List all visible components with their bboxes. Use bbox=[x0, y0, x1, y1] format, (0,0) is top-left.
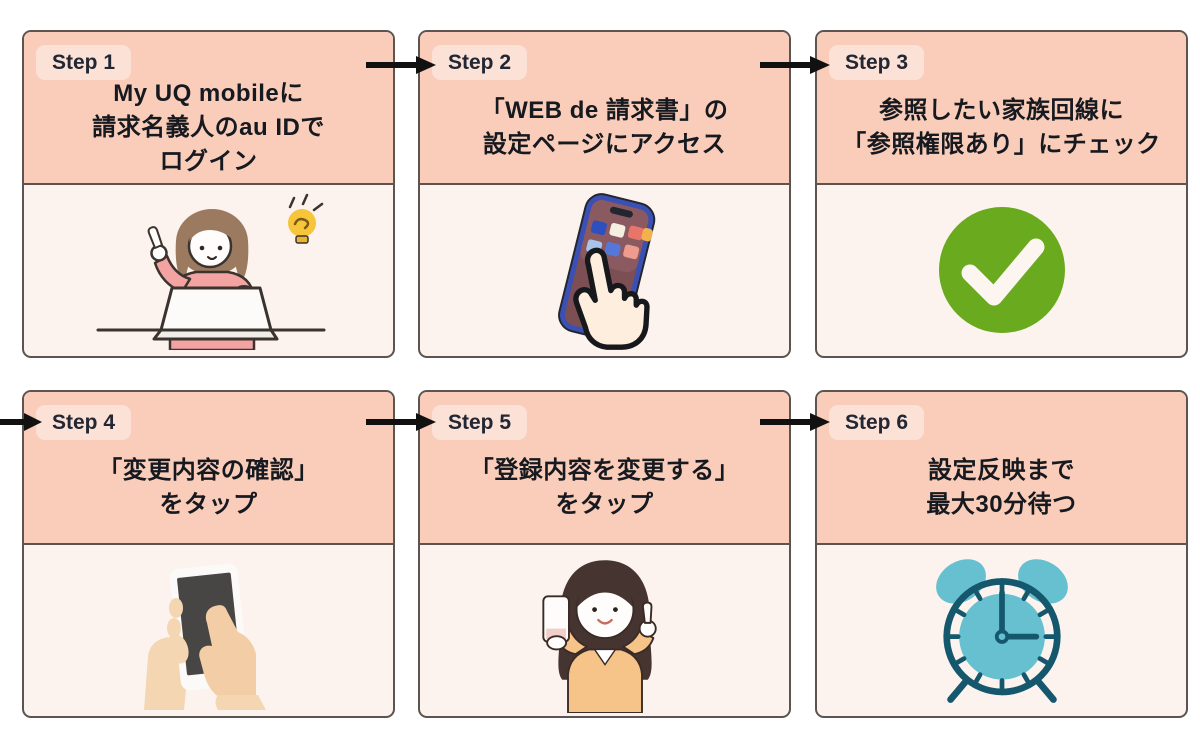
flow-arrow-step4-step5 bbox=[366, 413, 436, 431]
step-badge: Step 3 bbox=[829, 45, 925, 81]
app-icons bbox=[585, 219, 653, 259]
alarm-clock-icon bbox=[935, 558, 1068, 703]
card-body bbox=[420, 185, 789, 354]
flow-arrow-step2-step3 bbox=[760, 56, 830, 74]
step-badge: Step 4 bbox=[36, 405, 132, 441]
tapping-hand bbox=[572, 247, 650, 350]
woman-at-laptop-illustration bbox=[96, 193, 325, 350]
step-card-4: Step 4 「変更内容の確認」 をタップ bbox=[22, 390, 395, 718]
step-badge: Step 6 bbox=[829, 405, 925, 441]
card-body bbox=[24, 545, 393, 714]
hands-holding-phone-illustration bbox=[143, 563, 266, 710]
card-header: Step 6 設定反映まで 最大30分待つ bbox=[817, 392, 1186, 545]
step-text: 「登録内容を変更する」 をタップ bbox=[469, 456, 740, 518]
step-text: 設定反映まで 最大30分待つ bbox=[926, 456, 1077, 518]
card-body bbox=[24, 185, 393, 354]
card-header: Step 3 参照したい家族回線に 「参照権限あり」にチェック bbox=[817, 32, 1186, 185]
flow-arrow-step1-step2 bbox=[366, 56, 436, 74]
step-card-2: Step 2 「WEB de 請求書」の 設定ページにアクセス bbox=[418, 30, 791, 358]
right-forearm bbox=[215, 694, 266, 710]
phone-in-hand bbox=[541, 594, 570, 650]
step-text: My UQ mobileに 請求名義人のau IDで ログイン bbox=[92, 79, 325, 175]
card-header: Step 5 「登録内容を変更する」 をタップ bbox=[420, 392, 789, 545]
woman-showing-phone-illustration bbox=[541, 559, 657, 713]
flow-arrow-step5-step6 bbox=[760, 413, 830, 431]
card-body bbox=[817, 545, 1186, 714]
step-card-6: Step 6 設定反映まで 最大30分待つ bbox=[815, 390, 1188, 718]
woman-figure bbox=[555, 559, 654, 713]
green-checkmark-icon bbox=[938, 206, 1065, 333]
right-hand bbox=[198, 604, 256, 700]
clock-ticks bbox=[942, 577, 1061, 695]
step-text: 参照したい家族回線に 「参照権限あり」にチェック bbox=[842, 96, 1161, 158]
raised-finger-hand bbox=[638, 601, 657, 638]
laptop-and-desk bbox=[96, 284, 325, 340]
step-card-5: Step 5 「登録内容を変更する」 をタップ bbox=[418, 390, 791, 718]
step-text: 「WEB de 請求書」の 設定ページにアクセス bbox=[480, 96, 729, 158]
step-text: 「変更内容の確認」 をタップ bbox=[98, 456, 319, 518]
lightbulb-icon bbox=[287, 208, 316, 244]
tap-smartphone-illustration bbox=[557, 192, 655, 350]
step-badge: Step 2 bbox=[432, 45, 528, 81]
card-header: Step 2 「WEB de 請求書」の 設定ページにアクセス bbox=[420, 32, 789, 185]
card-body bbox=[420, 545, 789, 714]
step-badge: Step 5 bbox=[432, 405, 528, 441]
step-card-1: Step 1 My UQ mobileに 請求名義人のau IDで ログイン bbox=[22, 30, 395, 358]
card-header: Step 1 My UQ mobileに 請求名義人のau IDで ログイン bbox=[24, 32, 393, 185]
step-badge: Step 1 bbox=[36, 45, 132, 81]
flow-arrow-into-step4 bbox=[0, 413, 42, 431]
card-body bbox=[817, 185, 1186, 354]
step-card-3: Step 3 参照したい家族回線に 「参照権限あり」にチェック bbox=[815, 30, 1188, 358]
left-hand-fingers bbox=[166, 597, 189, 664]
spark-lines bbox=[288, 193, 323, 211]
card-header: Step 4 「変更内容の確認」 をタップ bbox=[24, 392, 393, 545]
